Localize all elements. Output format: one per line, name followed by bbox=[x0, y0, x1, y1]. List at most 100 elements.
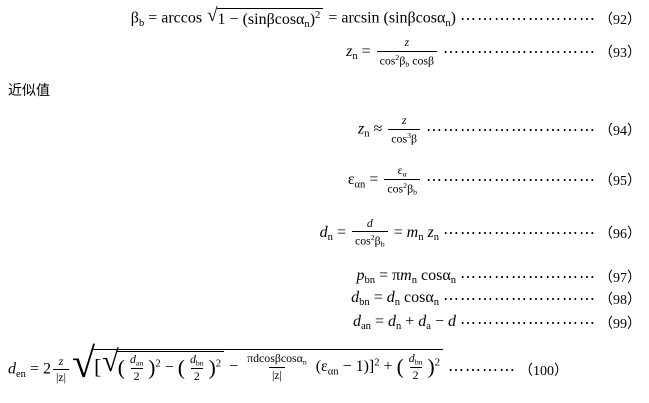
dot-leader: ⋯⋯⋯⋯⋯⋯⋯⋯ bbox=[460, 314, 596, 332]
operator-arcsin: = arcsin (sinβcosα bbox=[324, 9, 446, 27]
minus-operator: − bbox=[225, 358, 243, 376]
superscript: 2 bbox=[403, 181, 408, 191]
subscript: b bbox=[405, 59, 410, 69]
var-d: d bbox=[319, 223, 328, 241]
radical-sign: √ bbox=[72, 340, 96, 387]
equation-number: （92） bbox=[599, 12, 641, 28]
subscript: b bbox=[138, 17, 145, 29]
subscript: n bbox=[418, 231, 424, 243]
subscript: n bbox=[352, 50, 358, 62]
var-epsilon: ε bbox=[397, 162, 403, 177]
equation-number: （94） bbox=[599, 123, 641, 139]
var-p: p bbox=[356, 267, 365, 285]
var-d: d bbox=[408, 350, 415, 365]
subscript: α bbox=[402, 169, 407, 179]
denominator-2: 2 bbox=[412, 368, 419, 383]
subscript: bn bbox=[359, 297, 370, 309]
subscript: n bbox=[445, 17, 451, 29]
subscript: αn bbox=[354, 179, 366, 190]
formula-99: dan = dn + da − d bbox=[353, 313, 456, 332]
formula-98: dbn = dn cosαn bbox=[351, 289, 439, 308]
subscript: bn bbox=[414, 357, 423, 367]
paren: ) bbox=[450, 9, 456, 27]
dot-leader: ⋯⋯⋯⋯⋯⋯⋯⋯⋯ bbox=[443, 44, 596, 62]
equation-row-99: dan = dn + da − d ⋯⋯⋯⋯⋯⋯⋯⋯ （99） bbox=[8, 313, 641, 333]
var-m: m bbox=[406, 223, 419, 241]
dot-leader: ⋯⋯⋯⋯⋯⋯⋯⋯⋯⋯ bbox=[426, 172, 596, 190]
equation-number: （93） bbox=[599, 46, 641, 62]
numerator: z bbox=[402, 34, 413, 51]
equation-row-98: dbn = dn cosαn ⋯⋯⋯⋯⋯⋯⋯⋯⋯ （98） bbox=[8, 289, 641, 309]
subscript: n bbox=[395, 321, 402, 333]
var-d: d bbox=[366, 215, 373, 230]
radical-sign: √ bbox=[207, 5, 218, 26]
var-beta: β bbox=[410, 131, 417, 146]
minus-operator: − bbox=[430, 313, 448, 331]
subscript: αn bbox=[327, 366, 339, 378]
superscript: 2 bbox=[434, 357, 440, 369]
subscript: n bbox=[304, 18, 310, 30]
var-z: z bbox=[404, 34, 410, 49]
denominator: cos2βb cosβ bbox=[376, 50, 437, 69]
epsilon-term: (ε bbox=[311, 358, 328, 376]
superscript: 2 bbox=[155, 358, 161, 370]
denominator: |z| bbox=[268, 367, 285, 383]
dot-leader: ⋯⋯⋯⋯⋯⋯⋯⋯ bbox=[460, 10, 596, 28]
dot-leader: ⋯⋯⋯⋯⋯⋯⋯⋯⋯ bbox=[443, 224, 596, 242]
var-d: d bbox=[386, 289, 395, 307]
subscript: a bbox=[426, 321, 431, 333]
fraction: πdcosβcosαn|z| bbox=[244, 351, 310, 383]
equals: = bbox=[365, 170, 383, 188]
equals: = bbox=[357, 42, 375, 60]
subscript: n bbox=[411, 275, 417, 287]
superscript: 2 bbox=[370, 233, 375, 243]
var-z: z bbox=[423, 223, 434, 241]
formula-97: pbn = πmn cosαn bbox=[357, 267, 457, 286]
var-z: z bbox=[58, 353, 64, 368]
subscript: n bbox=[394, 297, 400, 309]
subscript: bn bbox=[364, 275, 376, 287]
operator-arccos: = arccos bbox=[144, 9, 207, 27]
func-cos: cos bbox=[387, 181, 404, 196]
denominator-2: 2 bbox=[133, 369, 140, 384]
paren: ( bbox=[117, 355, 125, 380]
func-cos: cosα bbox=[417, 267, 451, 285]
func-cos: cosα bbox=[400, 289, 434, 307]
equation-number: （100） bbox=[518, 363, 568, 379]
var-epsilon: ε bbox=[347, 170, 355, 188]
paren: ( bbox=[396, 354, 404, 379]
subscript: bn bbox=[195, 358, 204, 368]
subscript: n bbox=[433, 231, 439, 243]
minus-operator: − bbox=[160, 359, 178, 377]
denominator: cos2βb bbox=[384, 179, 420, 197]
superscript: 2 bbox=[395, 52, 400, 62]
equation-number: （99） bbox=[599, 316, 641, 332]
numerator: dbn bbox=[406, 350, 426, 367]
subscript: an bbox=[135, 358, 144, 368]
radicand-text: 1 − (sinβcosα bbox=[217, 10, 305, 28]
paren: ( bbox=[177, 355, 185, 380]
dot-leader: ⋯⋯⋯⋯⋯⋯⋯⋯⋯⋯ bbox=[426, 121, 596, 139]
fraction: z|z| bbox=[53, 353, 69, 385]
equation-row-92: βb = arccos √1 − (sinβcosαn)2 = arcsin (… bbox=[8, 5, 641, 30]
abs-z: |z| bbox=[271, 368, 282, 383]
superscript: 2 bbox=[374, 357, 380, 369]
var-beta: β bbox=[399, 52, 406, 67]
equation-number: （97） bbox=[599, 270, 641, 286]
plus-operator: + bbox=[379, 358, 397, 376]
subscript: b bbox=[413, 187, 417, 197]
numerator: dbn bbox=[187, 352, 207, 368]
subscript: n bbox=[433, 297, 439, 309]
